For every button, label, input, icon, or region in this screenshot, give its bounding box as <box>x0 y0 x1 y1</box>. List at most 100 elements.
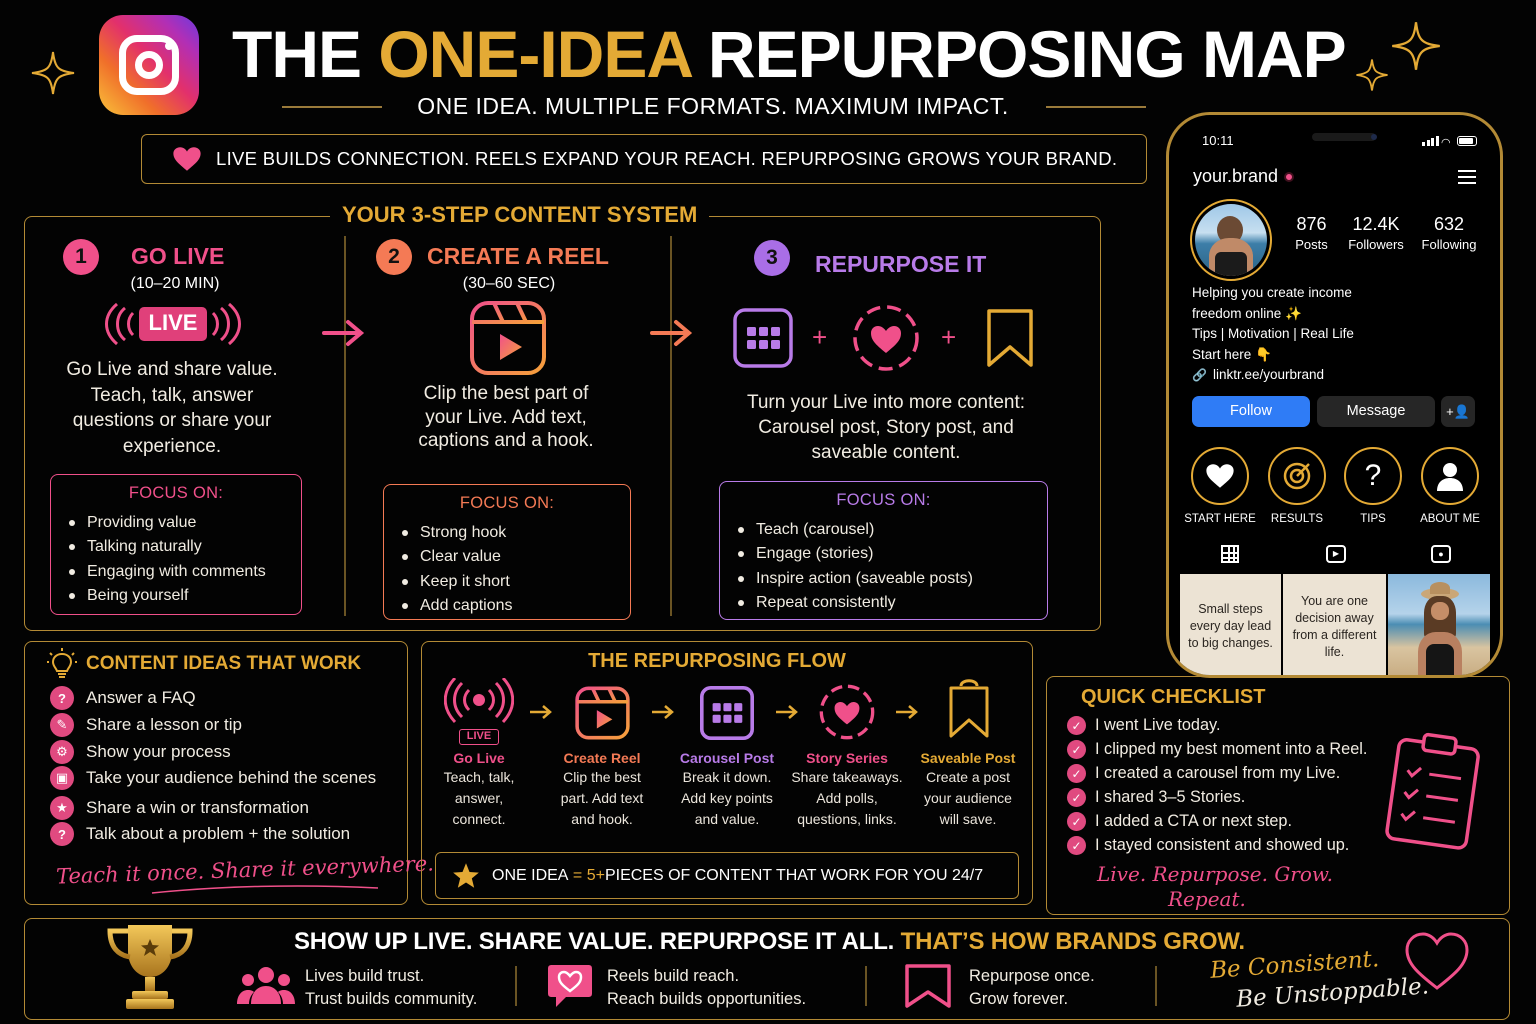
focus-item: Add captions <box>402 594 630 618</box>
flow-step: Create Reel Clip the best part. Add text… <box>542 750 662 830</box>
profile-link[interactable]: 🔗 linktr.ee/yourbrand <box>1192 367 1324 382</box>
step-description: Clip the best part of your Live. Add tex… <box>418 383 594 452</box>
highlight-label: RESULTS <box>1270 513 1324 525</box>
post-tile[interactable]: Small steps every day lead to big change… <box>1180 574 1281 675</box>
flow-step: Story Series Share takeaways. Add polls,… <box>787 750 907 830</box>
idea-item: ✎Share a lesson or tip <box>50 713 242 737</box>
stat-posts[interactable]: 876 Posts <box>1284 214 1339 252</box>
checklist-text: I shared 3–5 Stories. <box>1095 788 1246 806</box>
stat-label: Posts <box>1295 237 1328 252</box>
sparkle-icon <box>31 51 75 95</box>
grid-tab-icon[interactable] <box>1221 545 1239 563</box>
flow-step-desc: Share takeaways. Add polls, questions, l… <box>791 769 903 827</box>
step-title: GO LIVE <box>131 243 225 269</box>
section-heading: CONTENT IDEAS THAT WORK <box>86 653 362 674</box>
highlight-tips[interactable]: ? TIPS <box>1335 447 1411 525</box>
idea-item: ?Answer a FAQ <box>50 686 196 710</box>
add-user-button[interactable]: +👤 <box>1441 396 1475 427</box>
check-icon: ✓ <box>1067 836 1086 855</box>
checklist-text: I created a carousel from my Live. <box>1095 764 1341 782</box>
arrow-right-icon <box>652 705 674 719</box>
trophy-icon: ★ <box>50 796 74 820</box>
checklist-item: ✓ I shared 3–5 Stories. <box>1067 788 1245 807</box>
checklist-tagline: Repeat. <box>1168 887 1246 911</box>
live-dot <box>1284 171 1295 182</box>
step-number: 3 <box>754 240 790 276</box>
check-icon: ✓ <box>1067 740 1086 759</box>
phone-frame: 10:11 ◠ your.brand 876 Posts 12.4K Follo… <box>1166 112 1503 678</box>
idea-item: ▣ Take your audience behind the scenes <box>50 766 376 790</box>
footer-pillar: Reels build reach. Reach builds opportun… <box>607 965 806 1011</box>
plus-sign: + <box>812 322 828 352</box>
camera-icon: ▣ <box>50 766 74 790</box>
focus-item: Strong hook <box>402 521 630 545</box>
idea-text: Share a lesson or tip <box>86 715 242 734</box>
sparkle-icon <box>1392 22 1440 70</box>
check-icon: ✓ <box>1067 812 1086 831</box>
focus-item: Inspire action (saveable posts) <box>738 567 1047 591</box>
section-heading: YOUR 3-STEP CONTENT SYSTEM <box>330 202 710 228</box>
pillar-line: Trust builds community. <box>305 990 478 1008</box>
checklist-text: I added a CTA or next step. <box>1095 812 1292 830</box>
signal-icon <box>1422 136 1439 146</box>
live-broadcast-icon <box>105 302 241 346</box>
highlight-about-me[interactable]: ABOUT ME <box>1412 447 1488 525</box>
check-icon: ✓ <box>1067 788 1086 807</box>
post-tile-photo[interactable] <box>1388 574 1490 675</box>
bio-line: freedom online ✨ <box>1192 305 1302 321</box>
subtitle-rule-right <box>1046 106 1146 108</box>
bio-line: Start here 👇 <box>1192 346 1272 362</box>
title-text: THE <box>232 17 379 91</box>
highlight-results[interactable]: RESULTS <box>1259 447 1335 525</box>
arrow-right-icon <box>322 320 365 346</box>
highlight-start-here[interactable]: START HERE <box>1182 447 1258 525</box>
community-icon <box>237 967 295 1004</box>
post-text: Small steps every day lead to big change… <box>1188 602 1273 650</box>
idea-text: Show your process <box>86 742 231 761</box>
footer-headline-highlight: THAT’S HOW BRANDS GROW. <box>900 928 1245 955</box>
menu-icon[interactable] <box>1458 170 1476 184</box>
arrow-right-icon <box>896 705 918 719</box>
message-button[interactable]: Message <box>1317 396 1435 427</box>
camera-dot <box>1371 134 1377 140</box>
flow-step-desc: Teach, talk, answer, connect. <box>443 769 515 827</box>
step-number: 1 <box>63 239 99 275</box>
avatar[interactable] <box>1190 199 1272 281</box>
stat-value: 876 <box>1296 214 1327 234</box>
pillar-line: Grow forever. <box>969 990 1069 1008</box>
section-heading: QUICK CHECKLIST <box>1081 686 1266 708</box>
arrow-right-icon <box>650 320 693 346</box>
focus-item: Engage (stories) <box>738 542 1047 566</box>
follow-button[interactable]: Follow <box>1192 396 1310 427</box>
stat-following[interactable]: 632 Following <box>1414 214 1484 252</box>
highlight-label: ABOUT ME <box>1420 513 1480 525</box>
lightbulb-icon <box>47 648 77 678</box>
flow-step: Carousel Post Break it down. Add key poi… <box>667 750 787 830</box>
footer-headline-text: SHOW UP LIVE. SHARE VALUE. REPURPOSE IT … <box>294 928 901 955</box>
stat-label: Followers <box>1348 237 1404 252</box>
flow-footer: ONE IDEA = 5+ PIECES OF CONTENT THAT WOR… <box>435 852 1019 899</box>
wifi-icon: ◠ <box>1441 137 1451 149</box>
divider <box>865 966 867 1006</box>
stat-followers[interactable]: 12.4K Followers <box>1341 214 1411 252</box>
flow-step-title: Story Series <box>806 750 888 766</box>
idea-text: Take your audience behind the scenes <box>86 768 377 787</box>
pillar-line: Lives build trust. <box>305 967 425 985</box>
bookmark-icon <box>905 964 951 1008</box>
flow-step-title: Go Live <box>453 750 505 766</box>
idea-text: Answer a FAQ <box>86 688 196 707</box>
content-ideas-panel <box>24 641 408 905</box>
bookmark-icon <box>949 679 989 738</box>
link-icon: 🔗 <box>1192 367 1207 382</box>
person-icon <box>1421 447 1479 505</box>
reels-tab-icon[interactable]: ▶ <box>1326 545 1346 563</box>
footer-headline: SHOW UP LIVE. SHARE VALUE. REPURPOSE IT … <box>294 928 1245 956</box>
checklist-item: ✓I created a carousel from my Live. <box>1067 764 1340 783</box>
tagged-tab-icon[interactable]: ● <box>1431 545 1451 563</box>
flow-step: Saveable Post Create a post your audienc… <box>908 750 1028 830</box>
post-tile[interactable]: You are one decision away from a differe… <box>1283 574 1386 675</box>
focus-item: Keep it short <box>402 570 630 594</box>
post-text: You are one decision away from a differe… <box>1292 593 1377 659</box>
footer-pillar: Repurpose once. Grow forever. <box>969 965 1095 1011</box>
checklist-text: I went Live today. <box>1095 716 1221 734</box>
